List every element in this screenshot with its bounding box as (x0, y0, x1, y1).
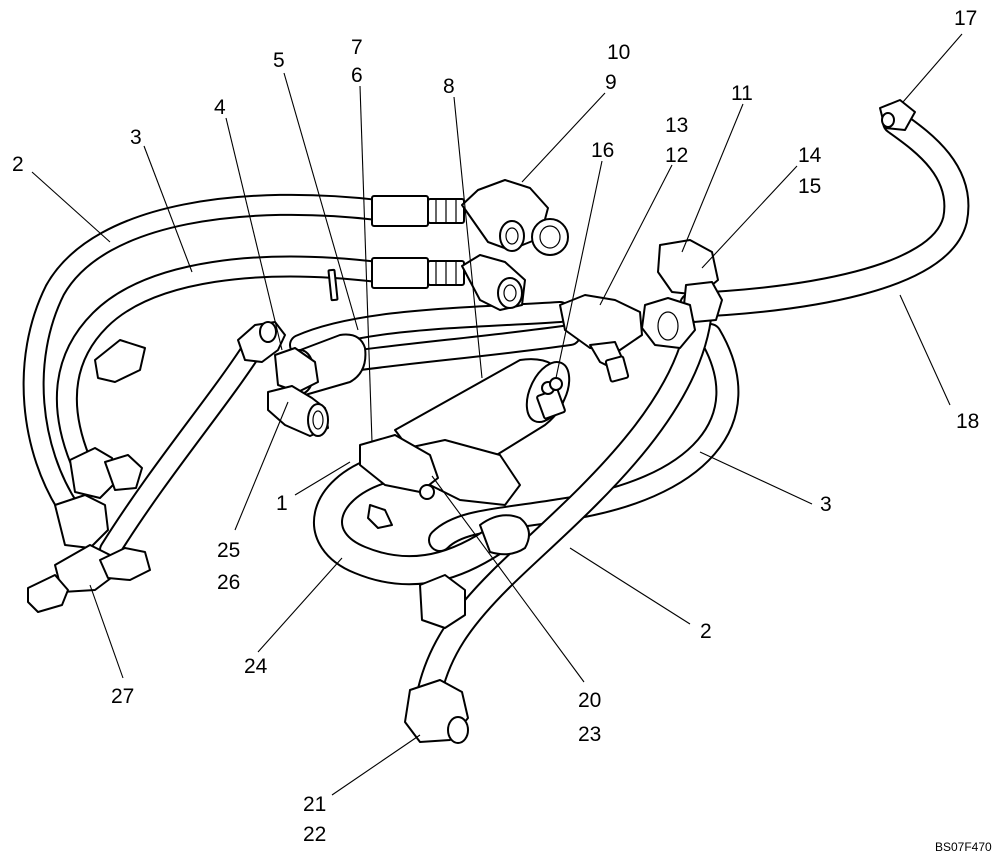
callout-16: 16 (591, 139, 614, 162)
fitting-left-upper (69, 339, 146, 499)
callout-7: 7 (351, 36, 363, 59)
clip-16 (549, 377, 563, 391)
hose-2-upper (22, 193, 389, 521)
leader-6 (359, 85, 373, 443)
hose-3-lower (428, 323, 740, 552)
hose-18 (679, 109, 970, 318)
callout-5: 5 (273, 49, 285, 72)
leader-lines (31, 33, 963, 796)
callout-8: 8 (443, 75, 455, 98)
leader-5 (283, 72, 359, 331)
fitting-lower-center (419, 514, 530, 629)
callout-6: 6 (351, 64, 363, 87)
callout-2-upper: 2 (12, 153, 24, 176)
leader-2a (31, 171, 111, 243)
hose-end-17 (879, 99, 916, 131)
callout-27: 27 (111, 685, 134, 708)
callout-labels: 2 3 4 5 7 6 8 10 9 11 13 12 16 14 15 17 … (12, 7, 979, 846)
callout-21: 21 (303, 793, 326, 816)
leader-21 (331, 734, 421, 796)
leader-4 (225, 117, 283, 351)
fitting-14 (641, 297, 696, 349)
hose-6-7 (349, 324, 581, 371)
elbow-4-top (237, 321, 286, 363)
fitting-4 (274, 333, 367, 396)
leader-12 (599, 164, 673, 306)
callout-9: 9 (605, 71, 617, 94)
leader-1 (294, 461, 351, 496)
leader-8 (453, 96, 483, 379)
leader-3a (143, 145, 193, 273)
leader-9 (521, 92, 606, 183)
callout-25: 25 (217, 539, 240, 562)
callout-17: 17 (954, 7, 977, 30)
hose-3-upper (55, 255, 389, 471)
callout-10: 10 (607, 41, 630, 64)
fitting-25 (267, 385, 329, 437)
callout-12: 12 (665, 144, 688, 167)
leader-24 (257, 557, 343, 653)
hose-2-lower (417, 297, 713, 703)
callout-26: 26 (217, 571, 240, 594)
elbow-fitting-lower (461, 254, 526, 311)
tee-fitting-12 (559, 294, 643, 383)
leader-27 (89, 584, 124, 679)
leader-17 (902, 33, 963, 103)
callout-13: 13 (665, 114, 688, 137)
fitting-left-lower (54, 494, 109, 549)
callout-4: 4 (214, 96, 226, 119)
callout-14: 14 (798, 144, 822, 167)
hose-4 (99, 334, 266, 561)
callout-20: 20 (578, 689, 601, 712)
fitting-11 (657, 239, 723, 323)
callout-2-lower: 2 (700, 620, 712, 643)
callout-15: 15 (798, 175, 821, 198)
leader-2b (569, 547, 691, 625)
leader-3b (699, 451, 813, 505)
callout-22: 22 (303, 823, 326, 846)
callout-3-upper: 3 (130, 126, 142, 149)
fitting-21 (404, 679, 469, 744)
leader-20 (431, 475, 585, 683)
callout-1: 1 (276, 492, 288, 515)
bolt-5 (327, 268, 339, 302)
callout-18: 18 (956, 410, 979, 433)
leader-18 (899, 294, 951, 406)
elbow-fitting-9 (461, 179, 569, 256)
leader-16 (555, 160, 603, 379)
fitting-27 (27, 544, 151, 613)
hose-end-fitting-upper (371, 195, 465, 227)
callout-24: 24 (244, 655, 268, 678)
leader-11 (681, 103, 744, 253)
callout-23: 23 (578, 723, 601, 746)
hose-5-6 (289, 301, 571, 356)
leader-25 (234, 401, 289, 531)
hose-end-fitting-lower (371, 257, 465, 289)
leader-14 (701, 165, 798, 269)
callout-3-lower: 3 (820, 493, 832, 516)
hose-24 (313, 455, 525, 586)
drawing-id: BS07F470 (935, 840, 992, 854)
callout-11: 11 (731, 82, 753, 105)
bracket-20 (359, 434, 521, 529)
